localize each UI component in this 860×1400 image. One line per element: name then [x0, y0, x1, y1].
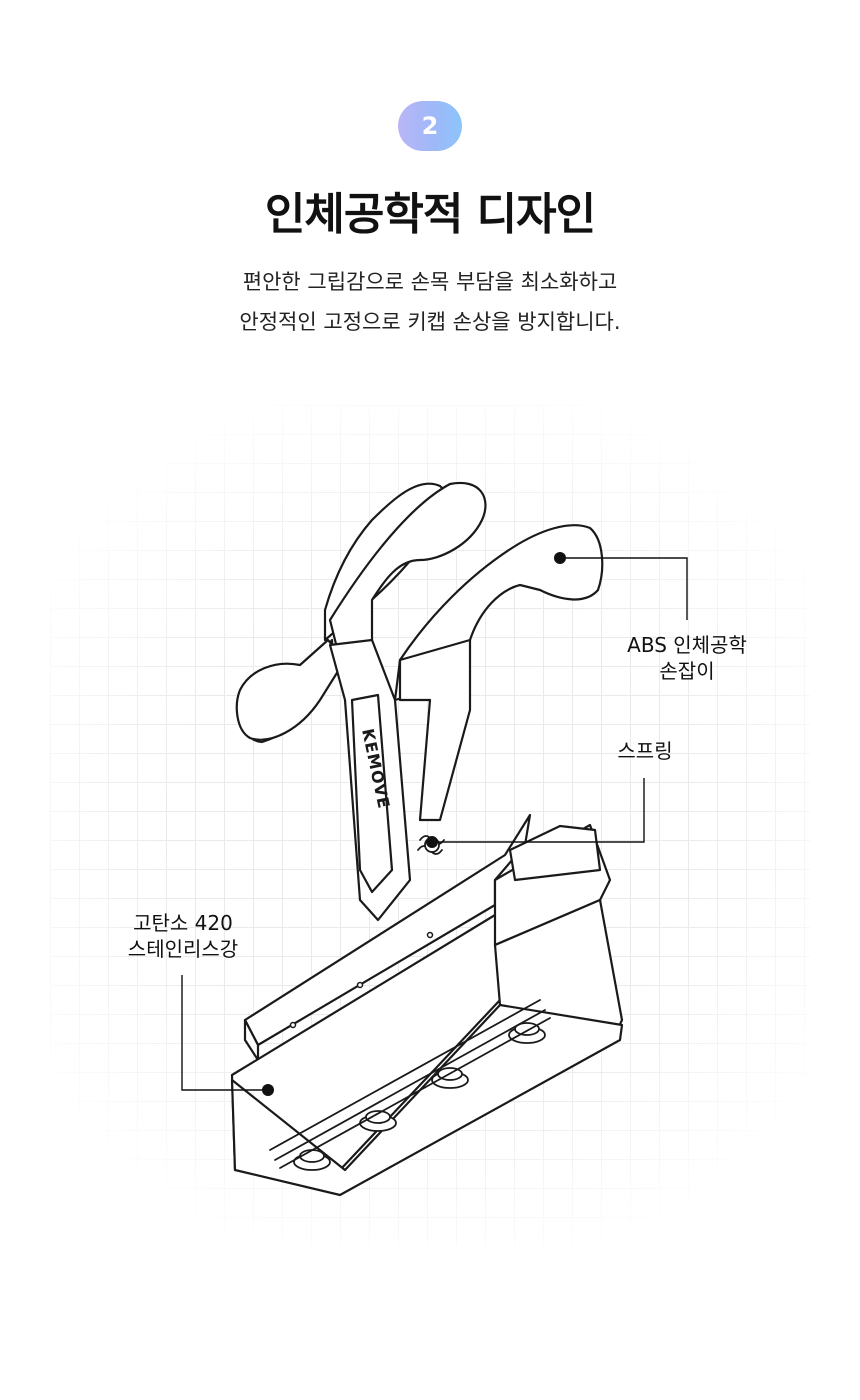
callout-handle-line1: ABS 인체공학 — [627, 633, 747, 657]
body-housing — [230, 823, 624, 1197]
description-line-2: 안정적인 고정으로 키캡 손상을 방지합니다. — [239, 310, 621, 334]
shaft — [328, 638, 412, 922]
callout-dots — [262, 552, 566, 1096]
callout-spring-label: 스프링 — [602, 738, 688, 765]
spring-leader — [432, 778, 645, 843]
handle-leader — [560, 557, 688, 620]
callout-lines — [181, 557, 688, 1091]
body-dot — [262, 1084, 274, 1096]
callout-body-line2: 스테인리스강 — [127, 937, 239, 961]
callout-handle-line2: 손잡이 — [659, 659, 715, 683]
handle-front — [393, 524, 604, 822]
body-leader — [181, 975, 268, 1091]
handle-back — [235, 481, 487, 744]
callout-spring-line1: 스프링 — [617, 739, 673, 763]
bottom-pins — [269, 999, 551, 1171]
section-description: 편안한 그립감으로 손목 부담을 최소화하고 안정적인 고정으로 키캡 손상을 … — [0, 262, 860, 342]
callout-body-line1: 고탄소 420 — [133, 911, 233, 935]
callout-body-label: 고탄소 420 스테인리스강 — [110, 910, 256, 963]
callout-handle-label: ABS 인체공학 손잡이 — [606, 632, 768, 685]
section-title: 인체공학적 디자인 — [264, 189, 596, 240]
step-badge: 2 — [398, 101, 462, 151]
handle-dot — [554, 552, 566, 564]
step-number: 2 — [421, 112, 439, 140]
rail-screws — [289, 931, 434, 1029]
spring-dot — [426, 836, 438, 848]
description-line-1: 편안한 그립감으로 손목 부담을 최소화하고 — [242, 270, 618, 294]
